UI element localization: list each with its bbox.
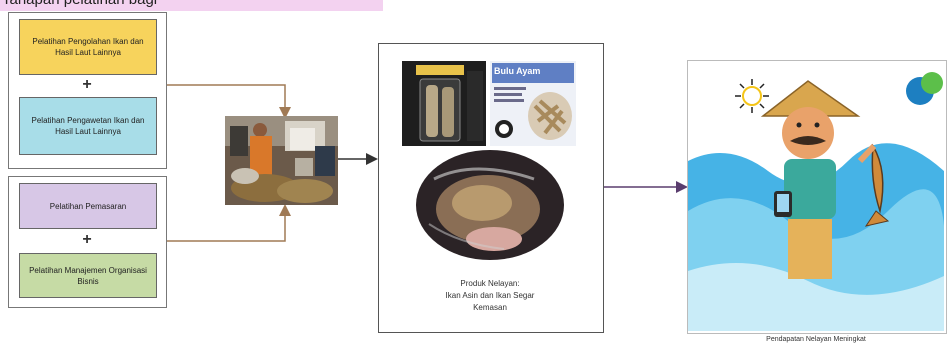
arrow-bottom-group-to-photo <box>165 204 291 242</box>
arrow-top-group-to-photo <box>165 84 291 119</box>
bulu-ayam-label: Bulu Ayam <box>494 66 541 76</box>
dried-fish-package-photo <box>402 61 486 146</box>
box-pengolahan-text: Pelatihan Pengolahan Ikan dan Hasil Laut… <box>32 37 144 57</box>
fisherman-illustration <box>688 61 944 331</box>
header-caption: Tahapan pelatihan bagi <box>0 0 383 11</box>
products-caption-line3: Kemasan <box>473 303 507 312</box>
box-pengawetan: Pelatihan Pengawetan Ikan dan Hasil Laut… <box>19 97 157 155</box>
plus-icon: + <box>82 231 92 248</box>
box-manajemen: Pelatihan Manajemen Organisasi Bisnis <box>19 253 157 298</box>
market-photo <box>225 116 338 205</box>
box-pemasaran-text: Pelatihan Pemasaran <box>49 201 127 211</box>
products-caption: Produk Nelayan: Ikan Asin dan Ikan Segar… <box>420 278 560 314</box>
plus-icon: + <box>82 76 92 93</box>
header-text: Tahapan pelatihan bagi <box>2 0 157 8</box>
box-pengawetan-text: Pelatihan Pengawetan Ikan dan Hasil Laut… <box>31 116 145 136</box>
bulu-ayam-package-photo: Bulu Ayam <box>490 61 576 146</box>
products-caption-line2: Ikan Asin dan Ikan Segar <box>445 291 535 300</box>
box-manajemen-text: Pelatihan Manajemen Organisasi Bisnis <box>29 265 147 286</box>
box-pengolahan: Pelatihan Pengolahan Ikan dan Hasil Laut… <box>19 19 157 75</box>
outcome-caption: Pendapatan Nelayan Meningkat <box>766 336 866 343</box>
products-caption-line1: Produk Nelayan: <box>460 279 520 288</box>
box-pemasaran: Pelatihan Pemasaran <box>19 183 157 229</box>
fresh-fish-package-photo <box>414 149 566 263</box>
